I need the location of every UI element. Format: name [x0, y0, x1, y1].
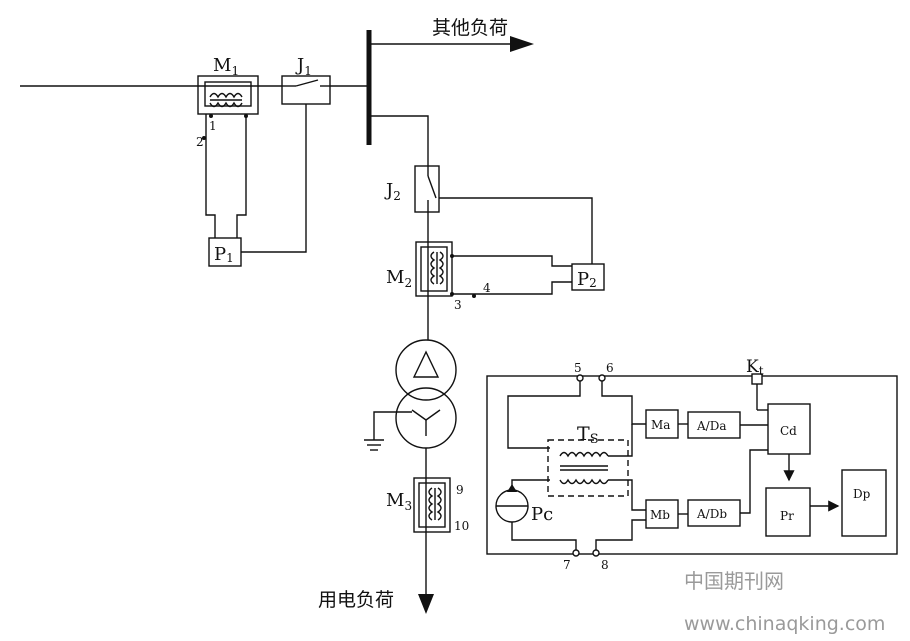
ada-label: A/Da	[696, 419, 726, 433]
m2-sub: 2	[404, 276, 412, 290]
dp-label: Dp	[853, 487, 871, 501]
ma-label: Ma	[651, 418, 670, 432]
svg-text:M1: M1	[213, 55, 239, 78]
svg-text:J2: J2	[384, 180, 401, 203]
m3-label: M	[386, 490, 404, 511]
j2-breaker: J2	[384, 165, 440, 213]
p1-sub: 1	[226, 251, 234, 265]
m3-sub: 3	[404, 499, 412, 513]
ts-sub: S	[590, 432, 599, 447]
node-6: 6	[606, 361, 614, 375]
m1-label: M	[213, 55, 231, 76]
svg-text:TS: TS	[577, 423, 599, 447]
j1-breaker: J1	[281, 55, 331, 105]
svg-text:Kt: Kt	[746, 357, 764, 378]
p2-relay: P2	[571, 263, 605, 291]
j2-sub: 2	[393, 189, 401, 203]
p1-label: P	[214, 244, 226, 265]
m2-label: M	[386, 267, 404, 288]
m3-transformer: M3 9 10	[386, 477, 469, 533]
node-1: 1	[209, 119, 217, 133]
p2-label: P	[577, 269, 589, 290]
m2-p2-wire-top	[452, 255, 572, 267]
node-5: 5	[574, 361, 582, 375]
pc-label: Pc	[531, 504, 553, 525]
mb-label: Mb	[650, 508, 670, 522]
power-transformer	[364, 339, 457, 451]
node-4: 4	[483, 281, 491, 295]
node-7: 7	[563, 558, 571, 572]
user-load-arrow	[418, 594, 434, 614]
node-2: 2	[196, 135, 204, 149]
m1-sub: 1	[231, 64, 239, 78]
m1-p1-wiring	[205, 114, 247, 238]
p1-j1-wire	[241, 104, 307, 253]
m1-transformer: M1 1 2	[196, 55, 259, 149]
bus-j2-wire	[369, 115, 429, 166]
user-load-label: 用电负荷	[318, 589, 394, 611]
p2-sub: 2	[589, 276, 597, 290]
other-load-arrow	[510, 36, 534, 52]
node-3: 3	[454, 298, 462, 312]
m2-transformer: M2 3	[386, 241, 462, 312]
cd-label: Cd	[780, 424, 797, 438]
node-10: 10	[454, 519, 469, 533]
kt-label: K	[746, 357, 759, 377]
svg-text:P1: P1	[214, 244, 234, 265]
watermark-cn: 中国期刊网	[684, 569, 784, 593]
other-load-label: 其他负荷	[432, 17, 508, 39]
node-8: 8	[601, 558, 609, 572]
p1-relay: P1	[208, 237, 242, 267]
ts-label: T	[577, 423, 590, 445]
j2-label: J	[384, 180, 393, 201]
m2-p2-wire-bottom	[452, 281, 572, 295]
node-9: 9	[456, 483, 464, 497]
j1-sub: 1	[304, 64, 312, 78]
kt-sub: t	[759, 364, 764, 378]
j1-label: J	[295, 55, 304, 76]
svg-text:P2: P2	[577, 269, 597, 290]
svg-text:M2: M2	[386, 267, 412, 290]
watermark-url: www.chinaqking.com	[684, 613, 885, 635]
j2-p2-wire	[439, 197, 593, 264]
measurement-device: 5 6 7 8 TS Pc Ma A/Da	[486, 357, 898, 572]
adb-label: A/Db	[696, 507, 727, 521]
svg-text:J1: J1	[295, 55, 312, 78]
svg-text:M3: M3	[386, 490, 412, 513]
pr-label: Pr	[780, 509, 794, 523]
